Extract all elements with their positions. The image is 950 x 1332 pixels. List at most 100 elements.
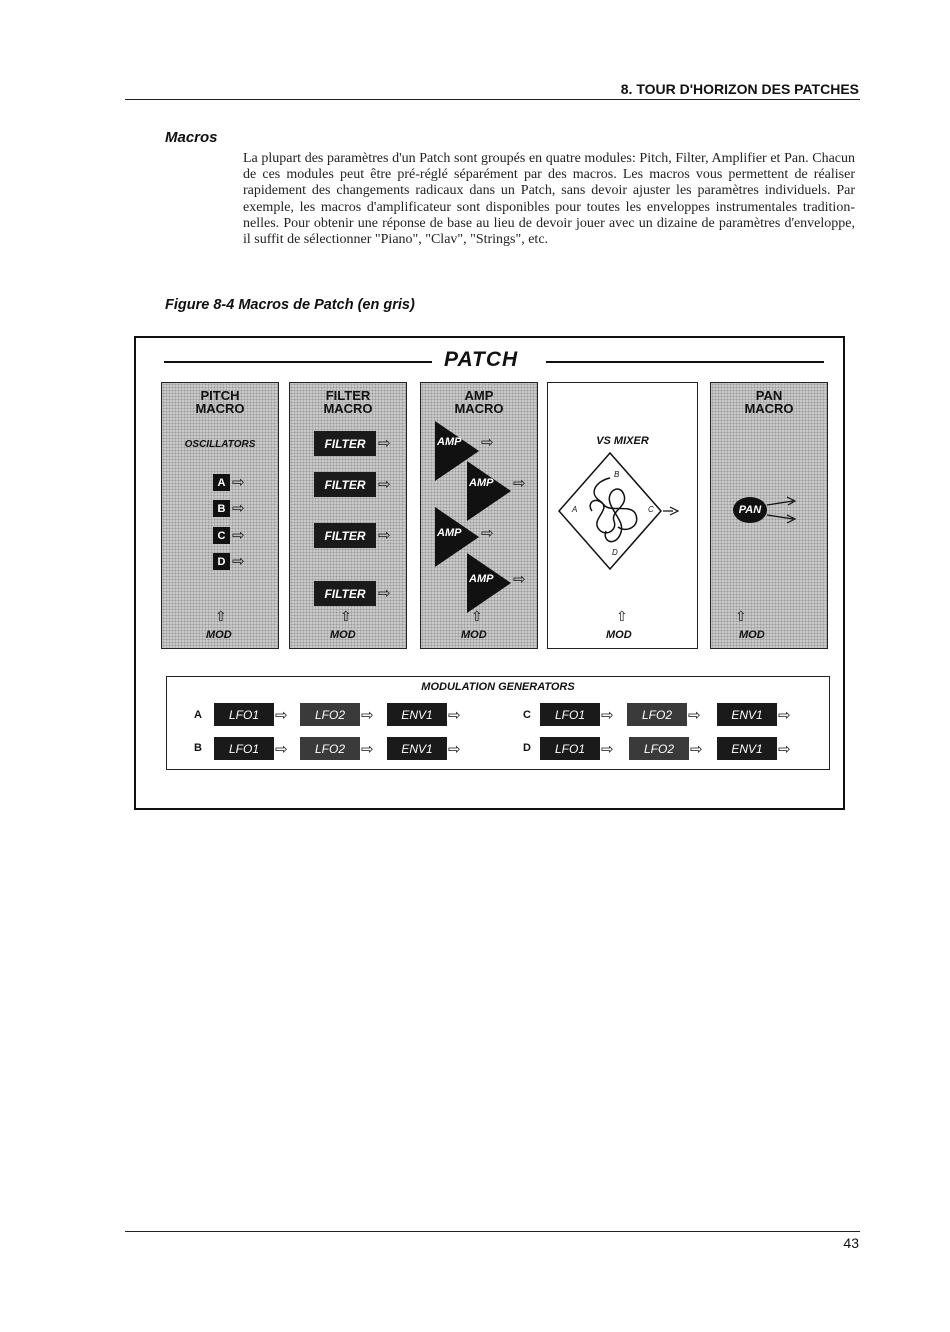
running-header: 8. TOUR D'HORIZON DES PATCHES: [620, 81, 859, 97]
body-paragraph: La plupart des paramètres d'un Patch son…: [243, 151, 855, 248]
oscillator-d: D: [213, 553, 230, 570]
amp-triangles: [435, 421, 511, 613]
lfo1-block: LFO1: [214, 737, 274, 760]
arrow-right-icon: ⇨: [378, 476, 391, 493]
arrow-up-icon: ⇧: [616, 608, 628, 624]
section-title: Macros: [165, 129, 218, 146]
arrow-right-icon: ⇨: [601, 741, 614, 758]
env1-block: ENV1: [387, 737, 447, 760]
arrow-right-icon: ⇨: [232, 474, 245, 491]
amp-label: AMP: [437, 527, 462, 539]
patch-title: PATCH: [444, 348, 519, 371]
arrow-right-icon: ⇨: [690, 741, 703, 758]
amp-triangle-2: [467, 461, 511, 521]
amp-label: AMP: [437, 436, 462, 448]
oscillator-a: A: [213, 474, 230, 491]
lfo2-block: LFO2: [627, 703, 687, 726]
mixer-corner-c: C: [648, 505, 654, 514]
header-rule: [125, 99, 860, 100]
mixer-corner-a: A: [572, 505, 578, 514]
mixer-corner-b: B: [614, 470, 620, 479]
row-letter-b: B: [194, 742, 202, 754]
lfo1-block: LFO1: [540, 737, 600, 760]
lfo2-block: LFO2: [629, 737, 689, 760]
arrow-up-icon: ⇧: [340, 608, 352, 624]
amp-label: AMP: [469, 477, 494, 489]
arrow-right-icon: ⇨: [232, 527, 245, 544]
filter-block: FILTER: [314, 431, 376, 456]
arrow-right-icon: ⇨: [448, 707, 461, 724]
arrow-right-icon: ⇨: [232, 553, 245, 570]
pan-circle: PAN: [733, 497, 767, 523]
filter-block: FILTER: [314, 581, 376, 606]
modulation-generators-box: MODULATION GENERATORS A LFO1 ⇨ LFO2 ⇨ EN…: [166, 676, 830, 770]
vs-mixer-diagram: [558, 451, 680, 571]
env1-block: ENV1: [387, 703, 447, 726]
mod-label: MOD: [206, 629, 232, 641]
pan-output-arrows: [767, 496, 797, 524]
amp-triangle-4: [467, 553, 511, 613]
arrow-right-icon: ⇨: [448, 741, 461, 758]
modulation-generators-title: MODULATION GENERATORS: [421, 681, 575, 693]
env1-block: ENV1: [717, 737, 777, 760]
arrow-up-icon: ⇧: [735, 608, 747, 624]
oscillator-b: B: [213, 500, 230, 517]
lfo2-block: LFO2: [300, 737, 360, 760]
env1-block: ENV1: [717, 703, 777, 726]
arrow-right-icon: ⇨: [378, 585, 391, 602]
filter-block: FILTER: [314, 472, 376, 497]
patch-title-rule-left: [164, 361, 432, 363]
row-letter-d: D: [523, 742, 531, 754]
mixer-path: [589, 477, 638, 543]
amp-triangle-3: [435, 507, 479, 567]
mixer-output-arrow: [663, 506, 680, 516]
arrow-right-icon: ⇨: [361, 741, 374, 758]
vs-mixer-title: VS MIXER: [596, 435, 649, 447]
lfo1-block: LFO1: [540, 703, 600, 726]
arrow-right-icon: ⇨: [232, 500, 245, 517]
arrow-right-icon: ⇨: [378, 435, 391, 452]
arrow-right-icon: ⇨: [481, 434, 494, 451]
amp-triangle-1: [435, 421, 479, 481]
mod-label: MOD: [739, 629, 765, 641]
arrow-right-icon: ⇨: [361, 707, 374, 724]
mod-label: MOD: [330, 629, 356, 641]
patch-title-rule-right: [546, 361, 824, 363]
lfo2-block: LFO2: [300, 703, 360, 726]
arrow-right-icon: ⇨: [275, 707, 288, 724]
footer-rule: [125, 1231, 860, 1232]
arrow-up-icon: ⇧: [215, 608, 227, 624]
mixer-diamond: [558, 451, 662, 571]
lfo1-block: LFO1: [214, 703, 274, 726]
oscillator-c: C: [213, 527, 230, 544]
arrow-right-icon: ⇨: [688, 707, 701, 724]
mixer-corner-d: D: [612, 548, 618, 557]
arrow-right-icon: ⇨: [513, 475, 526, 492]
arrow-right-icon: ⇨: [513, 571, 526, 588]
figure-caption: Figure 8-4 Macros de Patch (en gris): [165, 297, 415, 313]
mod-label: MOD: [606, 629, 632, 641]
arrow-right-icon: ⇨: [778, 741, 791, 758]
row-letter-a: A: [194, 709, 202, 721]
filter-block: FILTER: [314, 523, 376, 548]
amp-label: AMP: [469, 573, 494, 585]
arrow-up-icon: ⇧: [471, 608, 483, 624]
arrow-right-icon: ⇨: [378, 527, 391, 544]
arrow-right-icon: ⇨: [275, 741, 288, 758]
row-letter-c: C: [523, 709, 531, 721]
oscillators-label: OSCILLATORS: [184, 439, 256, 450]
arrow-right-icon: ⇨: [778, 707, 791, 724]
arrow-right-icon: ⇨: [481, 525, 494, 542]
vs-mixer-module: VS MIXER A B C D ⇧ MOD: [547, 382, 698, 649]
mod-label: MOD: [461, 629, 487, 641]
arrow-right-icon: ⇨: [601, 707, 614, 724]
page-number: 43: [843, 1235, 859, 1251]
